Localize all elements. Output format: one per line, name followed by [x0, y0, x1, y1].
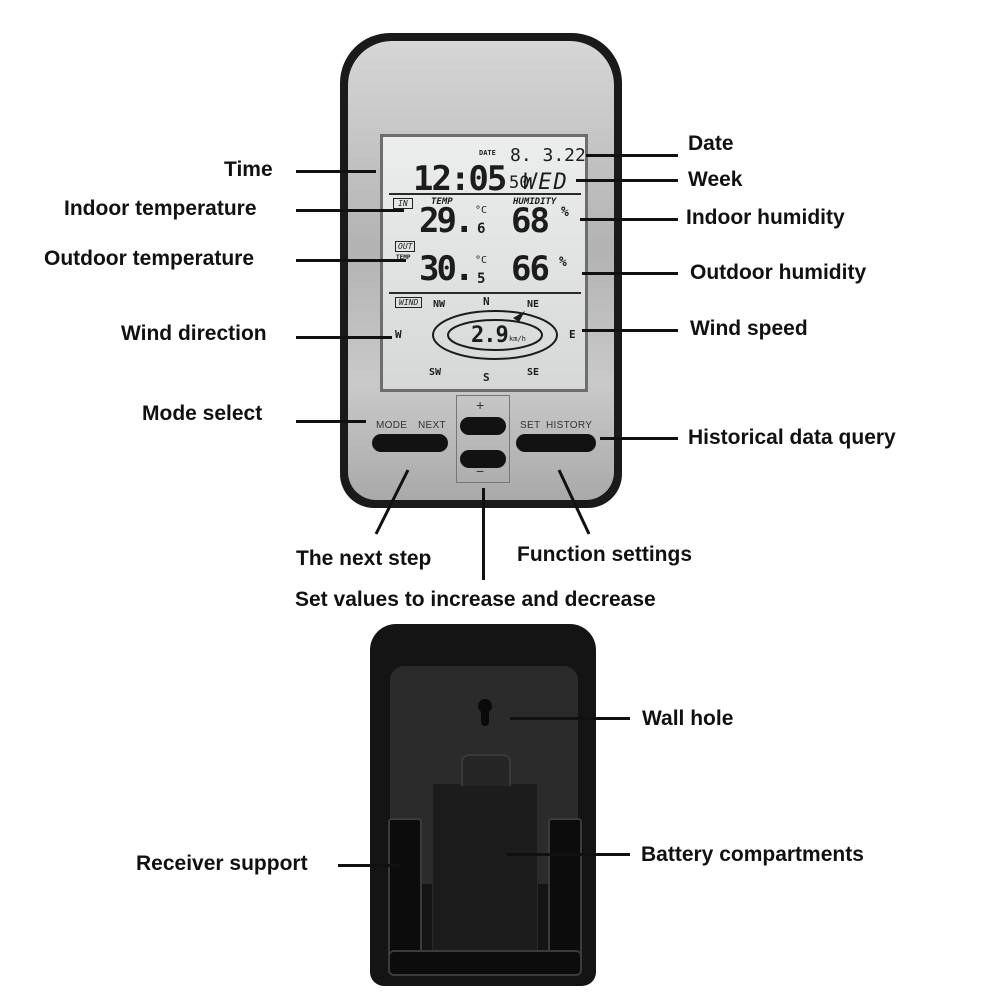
indoor-temp-unit: °C	[475, 205, 488, 216]
indoor-temp-readout: 29.	[419, 201, 474, 241]
label-wall-hole: Wall hole	[642, 707, 734, 730]
label-date: Date	[688, 132, 734, 155]
wind-speed-readout: 2.9	[471, 323, 509, 348]
outdoor-temp-decimal: 5	[477, 271, 486, 287]
outdoor-humidity-percent: %	[559, 255, 567, 270]
pointer-mode-select	[296, 420, 366, 423]
compass-w: W	[395, 328, 402, 341]
outdoor-temp-unit: °C	[475, 255, 488, 266]
indoor-humidity-readout: 68	[511, 201, 550, 241]
wind-speed-unit: km/h	[509, 335, 526, 343]
compass-e: E	[569, 328, 576, 341]
label-set-values: Set values to increase and decrease	[295, 588, 656, 611]
battery-cover-tab[interactable]	[461, 754, 511, 786]
pointer-function-settings	[557, 469, 591, 535]
next-button-label: NEXT	[418, 420, 446, 431]
indoor-humidity-percent: %	[561, 205, 569, 220]
out-tag: OUT	[395, 241, 416, 252]
pointer-week	[576, 179, 678, 182]
pointer-wall-hole	[510, 717, 630, 720]
label-the-next-step: The next step	[296, 547, 432, 570]
label-week: Week	[688, 168, 743, 191]
pointer-receiver-support	[338, 864, 400, 867]
label-mode-select: Mode select	[142, 402, 263, 425]
wind-compass-ring-icon	[432, 310, 558, 360]
pointer-outdoor-temperature	[296, 259, 406, 262]
week-readout: WED	[523, 170, 569, 195]
pointer-indoor-humidity	[580, 218, 678, 221]
humidity-tag: HUMIDITY	[513, 197, 557, 207]
label-indoor-humidity: Indoor humidity	[686, 206, 845, 229]
history-button-label: HISTORY	[546, 420, 593, 431]
pointer-time	[296, 170, 376, 173]
outdoor-humidity-readout: 66	[511, 249, 550, 289]
label-outdoor-temperature: Outdoor temperature	[44, 247, 255, 270]
seconds-readout: 50	[509, 173, 530, 193]
mode-next-button[interactable]	[372, 434, 448, 452]
pointer-set-values	[482, 488, 485, 580]
wall-hole-icon	[478, 699, 492, 726]
label-time: Time	[224, 158, 273, 181]
pointer-indoor-temperature	[296, 209, 404, 212]
compass-se: SE	[527, 367, 540, 378]
receiver-support-right	[548, 818, 582, 972]
label-receiver-support: Receiver support	[136, 852, 308, 875]
lcd-separator	[389, 193, 581, 195]
pointer-wind-direction	[296, 336, 392, 339]
lcd-display: DATE 8. 3.22 12:05 50 WED IN TEMP HUMIDI…	[380, 134, 588, 392]
plus-minus-frame	[456, 395, 510, 483]
label-historical-data-query: Historical data query	[688, 426, 896, 449]
label-wind-speed: Wind speed	[690, 317, 808, 340]
mode-button-label: MODE	[376, 420, 408, 431]
compass-n: N	[483, 295, 490, 308]
plus-label: +	[476, 397, 485, 413]
outdoor-temp-readout: 30.	[419, 249, 474, 289]
pointer-next-step	[374, 469, 410, 535]
wind-tag: WIND	[395, 297, 423, 308]
set-button-label: SET	[520, 420, 541, 431]
indoor-temp-decimal: 6	[477, 221, 486, 237]
date-readout: 8. 3.22	[510, 145, 586, 166]
receiver-support-left	[388, 818, 422, 972]
label-wind-direction: Wind direction	[121, 322, 267, 345]
set-history-button[interactable]	[516, 434, 596, 452]
compass-sw: SW	[429, 367, 442, 378]
label-function-settings: Function settings	[517, 543, 692, 566]
plus-button[interactable]	[460, 417, 506, 435]
label-outdoor-humidity: Outdoor humidity	[690, 261, 867, 284]
in-tag: IN	[393, 198, 413, 209]
minus-label: −	[476, 463, 485, 479]
compass-nw: NW	[433, 299, 446, 310]
receiver-support-base	[388, 950, 582, 976]
minus-button[interactable]	[460, 450, 506, 468]
date-tag: DATE	[479, 149, 496, 157]
pointer-date	[586, 154, 678, 157]
compass-ne: NE	[527, 299, 540, 310]
temp-tag: TEMP	[431, 197, 453, 207]
label-battery-compartments: Battery compartments	[641, 843, 864, 866]
pointer-historical-data-query	[600, 437, 678, 440]
pointer-battery-compartments	[506, 853, 630, 856]
compass-s: S	[483, 371, 490, 384]
out-temp-tag: TEMP	[396, 254, 411, 261]
pointer-wind-speed	[582, 329, 678, 332]
pointer-outdoor-humidity	[582, 272, 678, 275]
time-readout: 12:05	[413, 159, 507, 199]
battery-compartment	[432, 783, 538, 955]
label-indoor-temperature: Indoor temperature	[64, 197, 257, 220]
lcd-separator	[389, 292, 581, 294]
